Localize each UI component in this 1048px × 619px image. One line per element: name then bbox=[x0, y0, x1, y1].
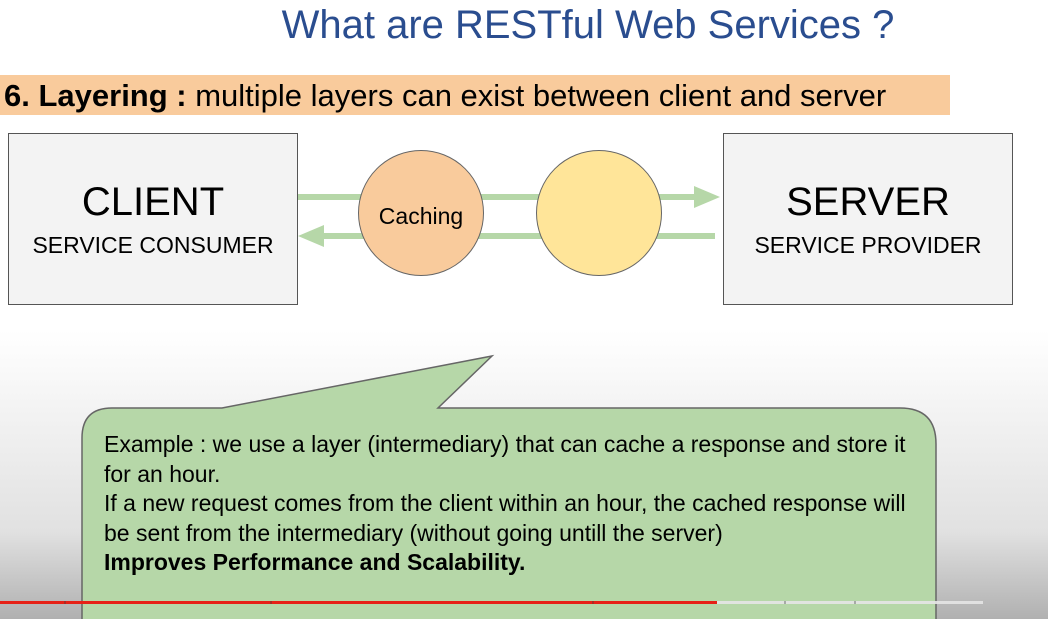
caching-label: Caching bbox=[378, 203, 464, 229]
banner-heading: 6. Layering : bbox=[4, 78, 187, 113]
intermediary-layer-circle bbox=[536, 150, 662, 276]
callout-line-2: If a new request comes from the client w… bbox=[104, 490, 906, 546]
server-subtitle: SERVICE PROVIDER bbox=[754, 232, 982, 258]
server-box: SERVER SERVICE PROVIDER bbox=[723, 133, 1013, 305]
slide-title: What are RESTful Web Services ? bbox=[281, 3, 895, 47]
server-title: SERVER bbox=[786, 180, 950, 224]
client-box: CLIENT SERVICE CONSUMER bbox=[8, 133, 298, 305]
chapter-marker bbox=[270, 601, 272, 604]
chapter-marker bbox=[64, 601, 66, 604]
chapter-marker bbox=[592, 601, 594, 604]
callout-emphasis: Improves Performance and Scalability. bbox=[104, 549, 526, 575]
banner-description: multiple layers can exist between client… bbox=[186, 78, 887, 113]
layering-banner: 6. Layering : multiple layers can exist … bbox=[0, 75, 950, 115]
response-arrowhead-icon bbox=[298, 225, 324, 247]
banner-text: 6. Layering : multiple layers can exist … bbox=[4, 79, 886, 113]
chapter-marker bbox=[854, 601, 856, 604]
callout-line-1: Example : we use a layer (intermediary) … bbox=[104, 431, 906, 487]
callout-text: Example : we use a layer (intermediary) … bbox=[104, 430, 914, 578]
caching-layer-circle: Caching bbox=[358, 150, 484, 276]
request-arrowhead-icon bbox=[694, 186, 720, 208]
callout-shape bbox=[81, 354, 937, 619]
progress-played bbox=[0, 601, 717, 604]
video-progress-bar[interactable] bbox=[0, 601, 1048, 605]
client-title: CLIENT bbox=[81, 180, 225, 224]
client-subtitle: SERVICE CONSUMER bbox=[32, 232, 274, 258]
chapter-marker bbox=[784, 601, 786, 604]
